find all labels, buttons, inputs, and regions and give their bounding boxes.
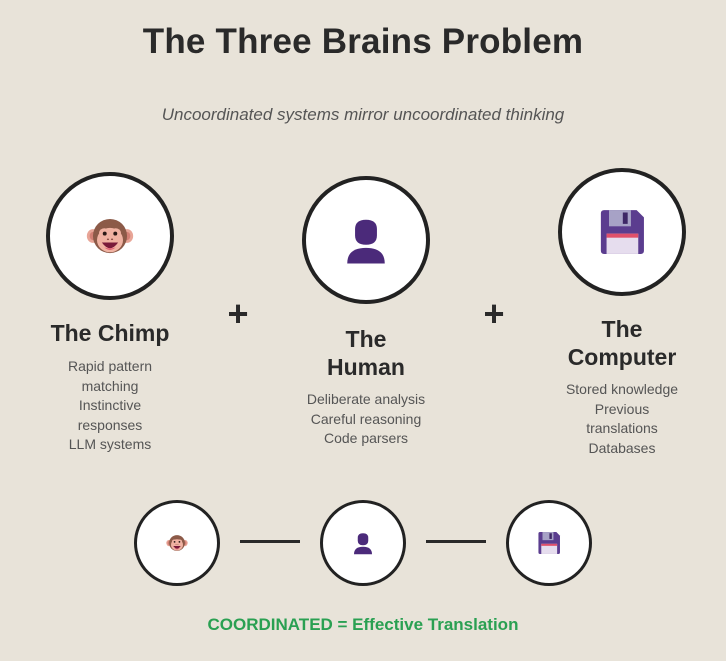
coordinated-computer-circle xyxy=(506,500,592,586)
chimp-desc-line: Instinctive xyxy=(78,397,142,413)
monkey-icon xyxy=(84,210,136,262)
human-name: The Human xyxy=(286,325,446,381)
chimp-description: Rapid pattern matching Instinctive respo… xyxy=(40,357,180,455)
chimp-name-line1: The Chimp xyxy=(50,320,170,346)
chimp-desc-line: matching xyxy=(81,377,139,394)
person-icon xyxy=(341,215,391,265)
coordinated-chimp-circle xyxy=(134,500,220,586)
computer-circle xyxy=(558,168,686,296)
plus-sign: + xyxy=(483,293,505,334)
chimp-name: The Chimp xyxy=(30,319,190,347)
computer-description: Stored knowledge Previous translations D… xyxy=(542,380,702,458)
computer-name: The Computer xyxy=(542,315,702,371)
human-description: Deliberate analysis Careful reasoning Co… xyxy=(286,390,446,449)
human-circle xyxy=(302,176,430,304)
floppy-disk-icon xyxy=(596,206,648,258)
plus-sign: + xyxy=(227,293,249,334)
chimp-circle xyxy=(46,172,174,300)
computer-name-line1: The xyxy=(601,316,643,342)
computer-desc-line: Previous xyxy=(594,400,650,417)
connector-line xyxy=(426,540,486,543)
human-desc-line: Code parsers xyxy=(323,430,409,446)
coordinated-human-circle xyxy=(320,500,406,586)
page-title: The Three Brains Problem xyxy=(142,22,584,61)
person-icon xyxy=(351,531,375,555)
monkey-icon xyxy=(165,531,189,555)
floppy-disk-icon xyxy=(536,530,562,556)
computer-desc-line: translations xyxy=(586,420,658,436)
human-name-line2: Human xyxy=(327,354,405,380)
connector-line xyxy=(240,540,300,543)
human-desc-line: Careful reasoning xyxy=(310,410,422,427)
human-desc-line: Deliberate analysis xyxy=(306,391,426,407)
computer-desc-line: Databases xyxy=(588,439,656,456)
page-subtitle: Uncoordinated systems mirror uncoordinat… xyxy=(161,105,565,124)
chimp-desc-line: responses xyxy=(77,416,143,433)
computer-desc-line: Stored knowledge xyxy=(565,381,679,397)
human-name-line1: The xyxy=(345,326,387,352)
chimp-desc-line: LLM systems xyxy=(68,436,152,452)
computer-name-line2: Computer xyxy=(567,344,677,370)
chimp-desc-line: Rapid pattern xyxy=(67,358,153,374)
coordinated-caption: COORDINATED = Effective Translation xyxy=(207,615,519,634)
